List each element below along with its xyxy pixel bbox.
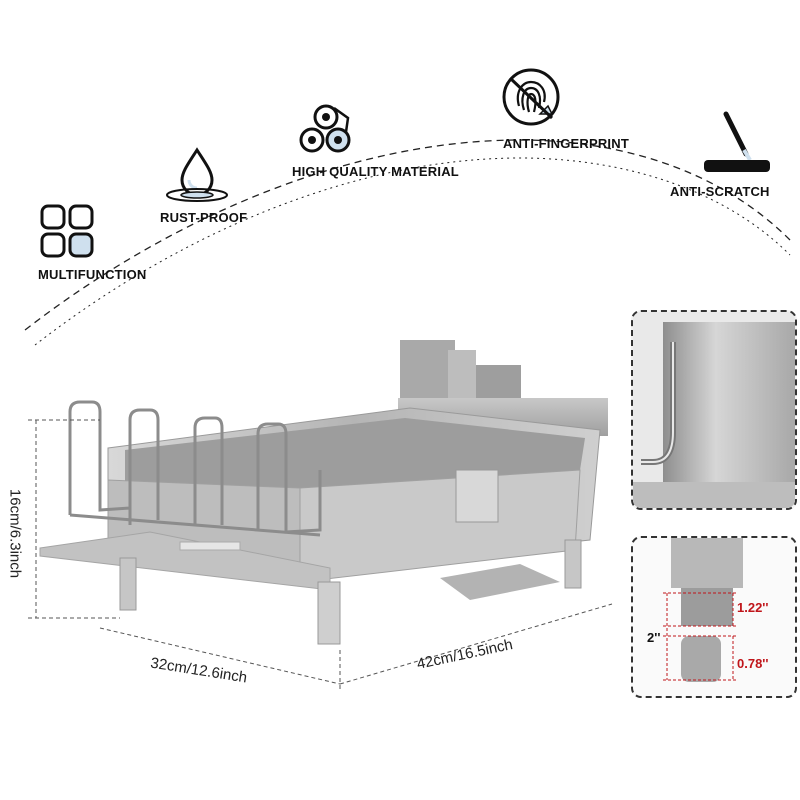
total-leg-measure: 2'' — [647, 630, 661, 645]
fingerprint-icon — [502, 68, 560, 126]
rolls-icon — [299, 104, 351, 153]
feature-high-quality: HIGH QUALITY MATERIAL — [292, 164, 459, 179]
leg-detail-inset: 1.22'' 2'' 0.78'' — [631, 536, 797, 698]
dimension-lines — [28, 419, 613, 690]
feature-anti-fingerprint: ANTI-FINGERPRINT — [503, 136, 629, 151]
hook-detail-image — [633, 312, 795, 508]
dish-rack-illustration — [39, 340, 608, 645]
upper-leg-measure: 1.22'' — [737, 600, 769, 615]
feature-multifunction: MULTIFUNCTION — [38, 267, 147, 282]
leg-detail-image — [663, 538, 743, 682]
hook-detail-inset — [631, 310, 797, 510]
lower-leg-measure: 0.78'' — [737, 656, 769, 671]
water-drop-icon — [166, 147, 228, 202]
feature-anti-scratch: ANTI-SCRATCH — [670, 184, 770, 199]
grid-icon — [40, 204, 94, 258]
feature-rust-proof: RUST-PROOF — [160, 210, 248, 225]
height-dimension: 16cm/6.3inch — [6, 488, 24, 579]
scratch-tool-icon — [704, 111, 770, 172]
